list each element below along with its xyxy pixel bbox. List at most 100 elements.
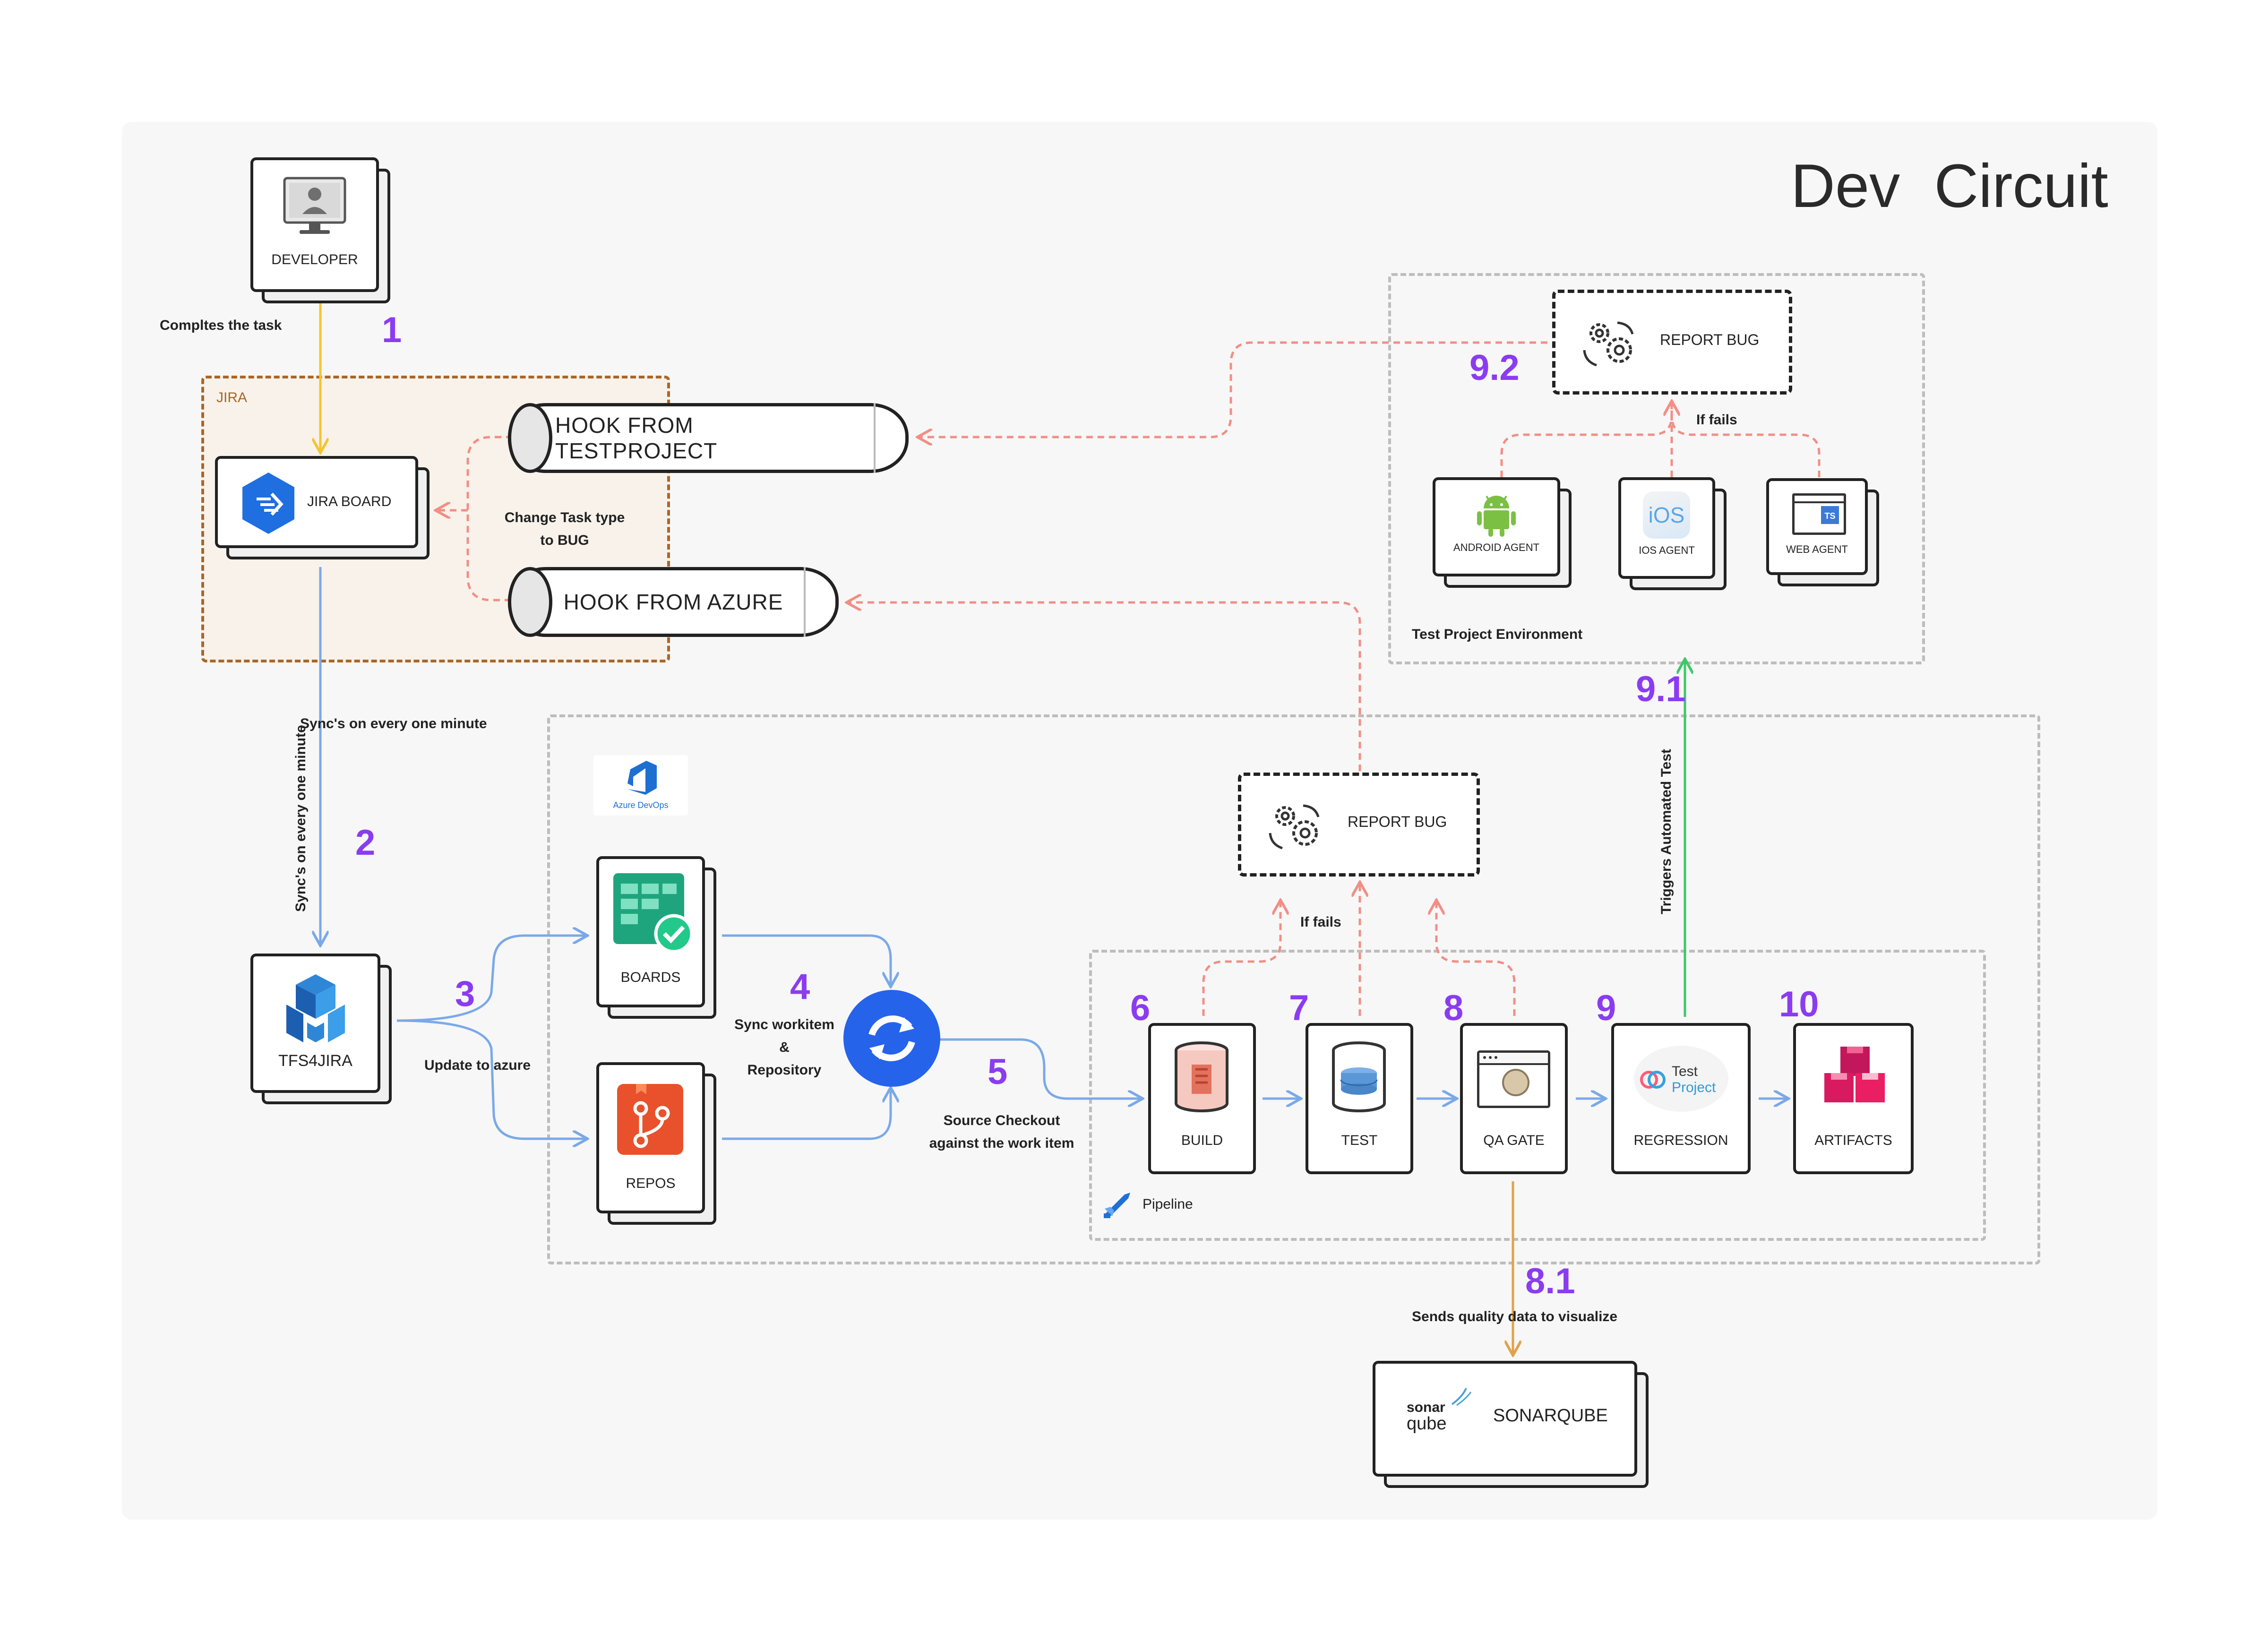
label-change-task-1: Change Task type <box>504 510 625 525</box>
ios-agent-label: IOS AGENT <box>1639 544 1695 556</box>
step-10: 10 <box>1779 984 1819 1024</box>
gears-icon <box>1583 321 1634 367</box>
step-4: 4 <box>790 967 810 1007</box>
step-3: 3 <box>455 974 475 1014</box>
label-triggers-text: Triggers Automated Test <box>1658 748 1674 915</box>
tfs4jira-node[interactable]: TFS4JIRA <box>250 954 392 1104</box>
boards-label: BOARDS <box>620 970 681 985</box>
sonarqube-label: SONARQUBE <box>1493 1406 1608 1426</box>
sync-button[interactable] <box>843 990 940 1087</box>
web-agent-label: WEB AGENT <box>1786 543 1848 555</box>
jira-group-label: JIRA <box>216 390 248 405</box>
label-change-task: Change Task type to BUG <box>489 507 640 552</box>
artifacts-node[interactable]: ARTIFACTS <box>1793 1023 1914 1174</box>
sonar-wave-icon <box>1451 1388 1472 1406</box>
arrow-qagate-reportbug <box>1436 902 1516 1016</box>
repos-icon <box>617 1084 683 1155</box>
build-node[interactable]: BUILD <box>1148 1023 1256 1174</box>
arrow-build-reportbug <box>1202 902 1280 1016</box>
sonarqube-node[interactable]: sonar qube SONARQUBE <box>1373 1361 1649 1488</box>
test-node[interactable]: TEST <box>1306 1023 1413 1174</box>
artifacts-icon <box>1824 1047 1885 1102</box>
label-triggers-rotated: Triggers Automated Test <box>1658 742 1677 921</box>
step-1: 1 <box>382 310 402 350</box>
testproject-text-1: Test <box>1672 1064 1698 1079</box>
android-icon <box>1477 495 1516 537</box>
build-icon <box>1175 1041 1228 1112</box>
label-completes-task: Compltes the task <box>160 318 282 333</box>
android-agent-node[interactable]: ANDROID AGENT <box>1433 477 1572 588</box>
developer-node[interactable]: DEVELOPER <box>250 157 390 303</box>
label-syncs-rotated-text: Sync's on every one minute <box>293 725 309 912</box>
pipeline-label: Pipeline <box>1143 1196 1193 1212</box>
sync-icon <box>868 1015 915 1061</box>
repos-label: REPOS <box>626 1176 676 1191</box>
label-if-fails-test: If fails <box>1696 412 1737 428</box>
testproject-text-2: Project <box>1672 1080 1716 1095</box>
boards-icon <box>613 873 694 954</box>
step-5: 5 <box>988 1052 1008 1092</box>
hook-azure-node[interactable]: HOOK FROM AZURE <box>508 567 839 637</box>
ts-badge: TS <box>1821 506 1839 524</box>
label-sync-workitem-2: & <box>779 1040 790 1055</box>
step-9-1: 9.1 <box>1636 669 1686 709</box>
arrow-sync-build <box>938 1038 1141 1099</box>
azure-devops-text: Azure DevOps <box>613 800 669 810</box>
sonarqube-logo-2: qube <box>1407 1414 1447 1434</box>
background-panel <box>122 122 2157 1520</box>
regression-label: REGRESSION <box>1633 1133 1728 1148</box>
label-syncs-rotated: Sync's on every one minute <box>293 724 312 913</box>
arrow-web-reportbug <box>1670 415 1821 477</box>
web-agent-node[interactable]: TS WEB AGENT <box>1766 478 1879 586</box>
label-source-checkout-2: against the work item <box>929 1135 1074 1151</box>
label-source-checkout-1: Source Checkout <box>943 1113 1060 1128</box>
qa-gate-label: QA GATE <box>1483 1133 1545 1148</box>
boards-node[interactable]: BOARDS <box>596 856 716 1019</box>
azure-devops-icon <box>627 761 657 795</box>
tfs4jira-label: TFS4JIRA <box>278 1052 352 1070</box>
step-9-2: 9.2 <box>1469 348 1520 388</box>
repos-node[interactable]: REPOS <box>596 1062 716 1225</box>
label-sync-workitem-3: Repository <box>747 1062 822 1078</box>
artifacts-label: ARTIFACTS <box>1814 1133 1892 1148</box>
step-9: 9 <box>1596 988 1616 1028</box>
ios-agent-node[interactable]: iOS IOS AGENT <box>1618 477 1727 590</box>
report-bug-test-node[interactable]: REPORT BUG <box>1552 290 1792 395</box>
sonarqube-logo: sonar qube <box>1407 1388 1472 1434</box>
test-env-label: Test Project Environment <box>1412 627 1583 642</box>
sonarqube-logo-1: sonar <box>1407 1400 1445 1415</box>
monitor-icon <box>283 177 346 234</box>
label-update-azure: Update to azure <box>424 1057 531 1073</box>
azure-devops-logo: Azure DevOps <box>593 755 688 816</box>
regression-node[interactable]: Test Project REGRESSION <box>1611 1023 1751 1174</box>
label-if-fails-pipeline: If fails <box>1300 914 1341 930</box>
label-sync-workitem: Sync workitem & Repository <box>723 1014 846 1082</box>
report-bug-pipeline-node[interactable]: REPORT BUG <box>1238 773 1480 877</box>
hook-testproject-node[interactable]: HOOK FROM TESTPROJECT <box>508 403 909 473</box>
developer-label: DEVELOPER <box>271 252 358 267</box>
jira-board-node[interactable]: JIRA BOARD <box>215 456 430 559</box>
step-6: 6 <box>1130 988 1151 1028</box>
step-8: 8 <box>1443 988 1464 1028</box>
report-bug-test-label: REPORT BUG <box>1660 331 1760 348</box>
qa-gate-icon <box>1477 1050 1550 1108</box>
step-2: 2 <box>355 823 376 863</box>
test-label: TEST <box>1341 1133 1378 1148</box>
arrow-android-reportbug <box>1500 403 1672 477</box>
test-icon <box>1332 1041 1386 1112</box>
arrow-hooks-jira <box>437 436 513 602</box>
arrow-reportbug-hooktestproject <box>919 341 1547 437</box>
report-bug-pipeline-label: REPORT BUG <box>1348 813 1447 830</box>
test-env-group <box>1388 273 1925 664</box>
arrow-reportbug-hookazure <box>848 602 1361 771</box>
testproject-logo: Test Project <box>1634 1046 1728 1112</box>
web-icon: TS <box>1792 493 1846 535</box>
build-label: BUILD <box>1181 1133 1223 1148</box>
step-7: 7 <box>1289 988 1309 1028</box>
arrow-tfs-boards <box>396 936 586 1022</box>
arrow-repos-sync <box>722 1089 891 1140</box>
ios-icon: iOS <box>1643 491 1690 539</box>
azure-devops-group <box>547 714 2040 1264</box>
qa-gate-node[interactable]: QA GATE <box>1460 1023 1568 1174</box>
